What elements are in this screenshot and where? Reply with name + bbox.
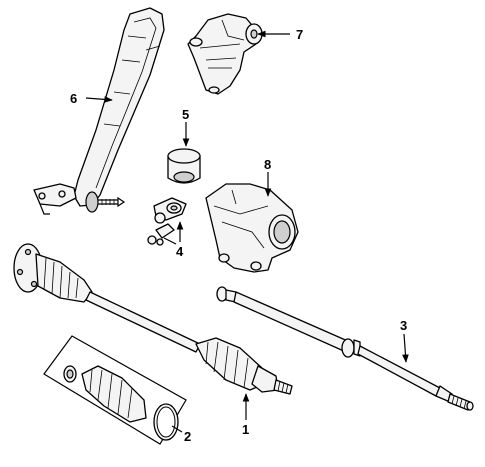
callout-6: 6: [70, 91, 77, 106]
callout-3: 3: [400, 318, 407, 333]
callout-8: 8: [264, 157, 271, 172]
callout-2: 2: [184, 429, 191, 444]
differential-mount: [187, 13, 263, 95]
leader-6: [85, 96, 113, 103]
callout-5: 5: [182, 107, 189, 122]
bushing: [167, 148, 201, 184]
mounting-bracket: [33, 7, 165, 215]
leader-3: [402, 333, 409, 363]
callout-7: 7: [296, 27, 303, 42]
differential-housing: [205, 183, 299, 273]
fastener-set: [147, 197, 187, 246]
callout-1: 1: [242, 422, 249, 437]
cv-axle-shaft: [13, 243, 293, 395]
leader-2: [171, 425, 183, 433]
boot-kit: [43, 335, 187, 445]
propeller-shaft: [216, 286, 474, 411]
callout-4: 4: [176, 244, 184, 259]
